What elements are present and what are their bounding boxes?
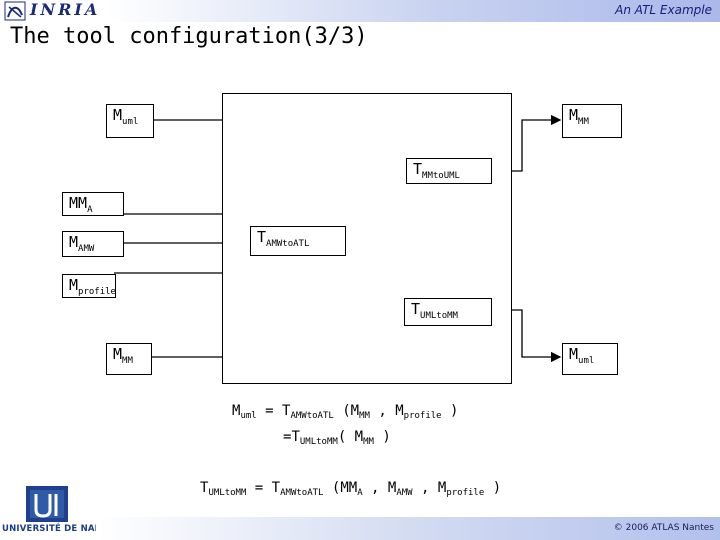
- model-m-uml-output: Muml: [562, 343, 618, 375]
- formula-part: M: [232, 403, 241, 419]
- footer-copyright: © 2006 ATLAS Nantes: [613, 523, 714, 533]
- m-amw-sub: AMW: [78, 244, 95, 254]
- formula-part: ,: [362, 480, 388, 496]
- formula-part: profile: [403, 411, 442, 421]
- model-m-amw: MAMW: [62, 231, 124, 257]
- m-mm-in-main: M: [113, 345, 123, 363]
- m-uml-in-main: M: [113, 106, 123, 124]
- formula-part: ,: [369, 403, 396, 419]
- formula-part: (: [337, 429, 355, 445]
- m-uml-out-sub: uml: [578, 356, 595, 366]
- transform-t-amwtoatl: TAMWtoATL: [250, 226, 346, 256]
- formula-part: MM: [363, 437, 374, 447]
- formula-part: AMWtoATL: [290, 411, 334, 421]
- inria-logo-text: INRIA: [30, 0, 101, 19]
- formula-part: M: [354, 429, 364, 445]
- t-mmtouml-main: T: [413, 160, 423, 178]
- header-bar: [0, 0, 720, 22]
- m-mm-in-sub: MM: [122, 356, 133, 366]
- formula-part: AMW: [396, 488, 413, 498]
- formula-part: A: [357, 488, 363, 498]
- t-amwtoatl-main: T: [257, 228, 267, 246]
- m-mm-out-main: M: [569, 106, 579, 124]
- m-profile-main: M: [69, 276, 79, 294]
- model-m-mm-output: MMM: [562, 104, 622, 138]
- formula-part: T: [282, 403, 291, 419]
- formula-part: AMWtoATL: [280, 488, 324, 498]
- m-uml-in-sub: uml: [122, 117, 139, 127]
- mm-a-sub: A: [87, 205, 93, 215]
- formula-part: ): [484, 480, 502, 496]
- formula-part: M: [350, 403, 360, 419]
- m-mm-out-sub: MM: [578, 117, 589, 127]
- formula-part: ): [373, 429, 391, 445]
- t-mmtouml-sub: MMtoUML: [422, 171, 460, 181]
- t-umltomm-sub: UMLtoMM: [420, 311, 458, 321]
- formula-part: MM: [359, 411, 370, 421]
- university-logo-icon: [26, 486, 68, 522]
- formula-part: UMLtoMM: [299, 437, 338, 447]
- formula-part: T: [271, 480, 281, 496]
- transform-t-mmtouml: TMMtoUML: [406, 158, 492, 184]
- formula-part: =: [256, 403, 282, 419]
- formula-part: M: [395, 403, 404, 419]
- formula-part: ,: [412, 480, 438, 496]
- formula-part: M: [437, 480, 447, 496]
- transform-t-umltomm: TUMLtoMM: [404, 298, 492, 326]
- formula-part: (: [333, 403, 351, 419]
- formula-2: =TUMLtoMM( MMM ): [283, 429, 391, 447]
- formula-part: =: [283, 429, 292, 445]
- formula-1: Muml = TAMWtoATL (MMM , Mprofile ): [232, 403, 458, 421]
- m-profile-sub: profile: [78, 287, 116, 297]
- formula-part: T: [200, 480, 209, 496]
- model-m-profile: Mprofile: [62, 274, 116, 298]
- university-name: UNIVERSITÉ DE NANTES: [2, 524, 121, 534]
- formula-part: (: [323, 480, 341, 496]
- model-m-mm-input: MMM: [106, 343, 152, 375]
- m-uml-out-main: M: [569, 345, 579, 363]
- formula-part: M: [387, 480, 397, 496]
- formula-part: UMLtoMM: [208, 488, 247, 498]
- formula-part: T: [291, 429, 300, 445]
- formula-3: TUMLtoMM = TAMWtoATL (MMA , MAMW , Mprof…: [200, 480, 501, 498]
- m-amw-main: M: [69, 233, 79, 251]
- formula-part: uml: [240, 411, 257, 421]
- model-mm-a: MMA: [62, 192, 124, 216]
- formula-part: profile: [446, 488, 485, 498]
- formula-part: =: [246, 480, 272, 496]
- footer-bar: [96, 517, 720, 540]
- mm-a-main: MM: [69, 194, 88, 212]
- t-amwtoatl-sub: AMWtoATL: [266, 239, 310, 249]
- formula-part: ): [441, 403, 459, 419]
- formula-part: MM: [340, 480, 358, 496]
- inria-logo-icon: [4, 1, 26, 21]
- model-m-uml-input: Muml: [106, 104, 154, 138]
- slide-title: The tool configuration(3/3): [10, 24, 368, 49]
- t-umltomm-main: T: [411, 300, 421, 318]
- header-title: An ATL Example: [615, 3, 712, 17]
